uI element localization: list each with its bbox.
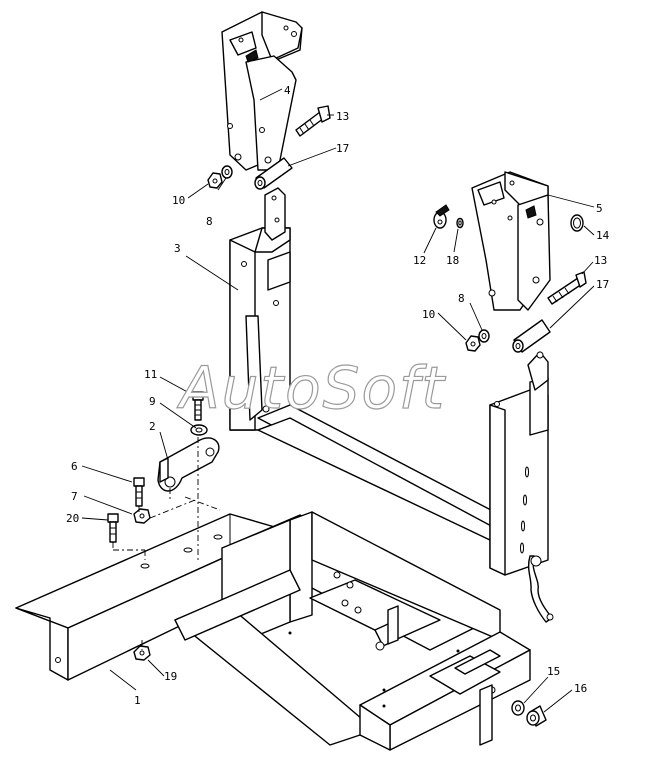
callout-3: 3 [174,242,181,255]
callout-17-lower: 17 [596,278,609,291]
callout-20: 20 [66,512,79,525]
bolt-6 [133,477,145,507]
bolt-11 [192,391,204,421]
sleeve-17-upper [254,157,293,190]
assembly-centerlines [112,437,221,650]
callout-18: 18 [446,254,459,267]
callout-16: 16 [574,682,587,695]
callout-10-lower: 10 [422,308,435,321]
watermark-text: AutoSoft [176,354,446,422]
callout-12: 12 [413,254,426,267]
callout-10-upper: 10 [172,194,185,207]
callout-17-upper: 17 [336,142,349,155]
bolt-13-upper [295,105,331,137]
callout-19: 19 [164,670,177,683]
nut-19 [133,645,151,661]
callout-15: 15 [547,665,560,678]
rear-upright-frame [229,187,554,623]
callout-labels: 1 2 3 4 5 6 7 8 8 9 10 10 11 12 13 13 14… [66,84,610,707]
bolt-13-lower [547,271,587,305]
sleeve-16 [526,705,547,727]
left-arm-bracket [221,11,303,171]
washer-8-upper [221,165,233,179]
callout-4: 4 [284,84,291,97]
callout-6: 6 [71,460,78,473]
right-arm-bracket [471,171,551,311]
callout-7: 7 [71,490,78,503]
callout-2: 2 [149,420,156,433]
leader-lines [81,88,595,713]
nut-10-upper [207,172,223,189]
bolt-20 [107,513,119,543]
pin-12 [433,204,450,229]
callout-13-upper: 13 [336,110,349,123]
sleeve-17-lower [512,319,551,353]
callout-9: 9 [149,395,156,408]
callout-8-lower: 8 [458,292,465,305]
washer-15 [511,700,525,716]
callout-1: 1 [134,694,141,707]
bracket-2 [157,437,220,492]
washer-18 [456,217,464,229]
callout-13-lower: 13 [594,254,607,267]
callout-11: 11 [144,368,157,381]
ring-14 [570,214,584,232]
callout-8-upper: 8 [206,215,213,228]
base-frame [15,511,531,751]
washer-7 [133,508,151,524]
nut-10-lower [465,335,481,352]
washer-8-lower [478,329,490,343]
callout-5: 5 [596,202,603,215]
callout-14: 14 [596,229,610,242]
